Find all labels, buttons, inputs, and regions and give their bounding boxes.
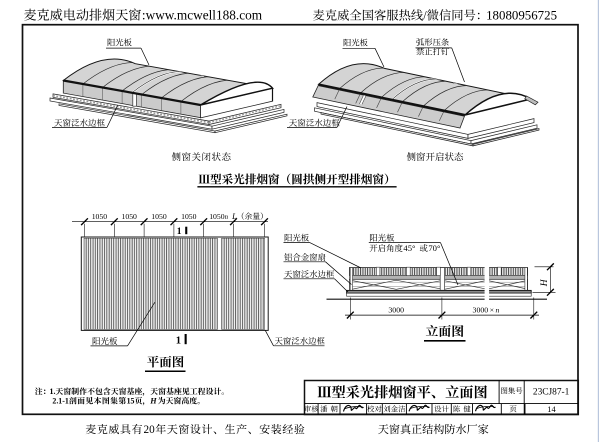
svg-text:2.1-1: 2.1-1 <box>52 397 68 406</box>
svg-text:1050: 1050 <box>151 212 167 221</box>
svg-text:H: H <box>149 397 157 406</box>
svg-text:°: ° <box>412 243 416 253</box>
svg-text:3000: 3000 <box>473 306 489 315</box>
svg-text:1: 1 <box>176 336 181 347</box>
svg-text:20: 20 <box>144 424 156 436</box>
svg-text:1: 1 <box>177 226 182 237</box>
svg-text:45: 45 <box>403 243 412 253</box>
svg-text:1050: 1050 <box>122 212 138 221</box>
svg-text:L: L <box>231 212 237 221</box>
svg-text:1050: 1050 <box>209 212 225 221</box>
svg-text:n: n <box>496 306 500 315</box>
svg-text:/: / <box>423 9 427 23</box>
svg-text:°: ° <box>437 243 441 253</box>
svg-text:H: H <box>540 278 550 287</box>
svg-text:70: 70 <box>428 243 437 253</box>
svg-text:1050: 1050 <box>92 212 108 221</box>
svg-text:23CJ87-1: 23CJ87-1 <box>533 388 570 398</box>
svg-text:1050: 1050 <box>181 212 197 221</box>
svg-text:n: n <box>225 214 229 221</box>
svg-text:1.: 1. <box>50 387 56 396</box>
svg-text::www.mcwell188.com: :www.mcwell188.com <box>142 8 263 23</box>
svg-text:×: × <box>490 305 494 314</box>
svg-text:18080956725: 18080956725 <box>486 9 557 23</box>
svg-text:3000: 3000 <box>388 306 404 315</box>
svg-text:15: 15 <box>127 397 135 406</box>
svg-text:14: 14 <box>547 405 556 414</box>
